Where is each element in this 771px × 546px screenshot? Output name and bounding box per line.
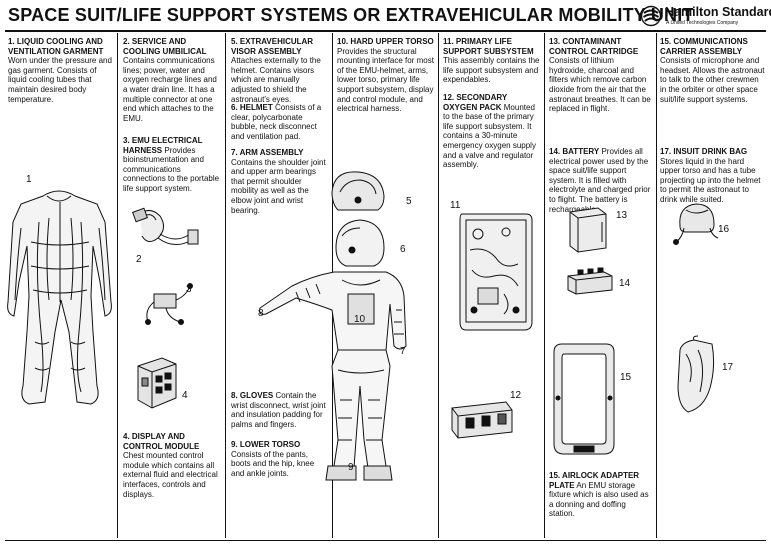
callout-number: 11 (450, 200, 461, 211)
description-heading: 11. PRIMARY LIFE SUPPORT SUBSYSTEM (443, 37, 534, 56)
description-17: 17. INSUIT DRINK BAG Stores liquid in th… (660, 147, 765, 205)
drink-bag-illustration (672, 336, 720, 416)
description-text: Consists of microphone and headset. Allo… (660, 56, 765, 104)
description-heading: 6. HELMET (231, 103, 273, 112)
description-11: 11. PRIMARY LIFE SUPPORT SUBSYSTEM This … (443, 37, 540, 85)
page-title: SPACE SUIT/LIFE SUPPORT SYSTEMS OR EXTRA… (8, 5, 694, 25)
callout-number: 15 (620, 372, 632, 383)
description-text: Consists of the pants, boots and the hip… (231, 449, 315, 478)
battery-illustration (564, 266, 616, 298)
description-9: 9. LOWER TORSO Consists of the pants, bo… (231, 440, 328, 478)
column-divider (438, 33, 439, 538)
primary-life-support-illustration (456, 210, 536, 336)
callout-number: 9 (348, 462, 354, 473)
callout-number: 17 (722, 362, 734, 373)
description-text: Provides all electrical power used by th… (549, 147, 651, 214)
callout-number: 4 (182, 390, 188, 401)
display-control-module-illustration (132, 354, 180, 412)
description-2: 2. SERVICE AND COOLING UMBILICAL Contain… (123, 37, 221, 123)
umbilical-illustration (130, 202, 200, 256)
description-heading: 3. EMU ELECTRICAL HARNESS (123, 136, 203, 155)
callout-number: 2 (136, 254, 142, 265)
description-4: 4. DISPLAY AND CONTROL MODULE Chest moun… (123, 432, 221, 499)
description-text: Consists of a clear, polycarbonate bubbl… (231, 103, 322, 141)
callout-number: 6 (400, 244, 406, 255)
description-text: Stores liquid in the hard upper torso an… (660, 156, 761, 204)
description-heading: 12. SECONDARY OXYGEN PACK (443, 93, 508, 112)
description-text: Worn under the pressure and gas garment.… (8, 56, 112, 104)
description-15: 15. AIRLOCK ADAPTER PLATE An EMU storage… (549, 471, 653, 519)
description-text: Provides bioinstrumentation and communic… (123, 145, 220, 193)
callout-number: 13 (616, 210, 628, 221)
description-12: 12. SECONDARY OXYGEN PACK Mounted to the… (443, 93, 540, 170)
cooling-garment-illustration (5, 182, 113, 414)
description-14: 14. BATTERY Provides all electrical powe… (549, 147, 653, 214)
column-divider (544, 33, 545, 538)
callout-number: 16 (718, 224, 730, 235)
description-heading: 13. CONTAMINANT CONTROL CARTRIDGE (549, 37, 639, 56)
logo-name: Hamilton Standard (665, 5, 771, 19)
description-heading: 15. AIRLOCK ADAPTER PLATE (549, 471, 640, 490)
title-rule (5, 30, 766, 32)
description-text: This assembly contains the life support … (443, 56, 540, 85)
description-text: Consists of lithium hydroxide, charcoal … (549, 56, 651, 114)
description-text: Mounted to the base of the primary life … (443, 102, 536, 170)
description-text: Chest mounted control module which conta… (123, 451, 218, 499)
contaminant-cartridge-illustration (566, 204, 610, 256)
description-heading: 1. LIQUID COOLING AND VENTILATION GARMEN… (8, 37, 104, 56)
space-suit-illustration (256, 170, 416, 490)
column-divider (117, 33, 118, 538)
hamilton-standard-logo-icon (640, 5, 662, 27)
description-text: An EMU storage fixture which is also use… (549, 480, 649, 519)
hamilton-standard-logo: Hamilton Standard A United Technologies … (640, 4, 771, 30)
description-heading: 15. COMMUNICATIONS CARRIER ASSEMBLY (660, 37, 748, 56)
description-heading: 2. SERVICE AND COOLING UMBILICAL (123, 37, 207, 56)
description-heading: 9. LOWER TORSO (231, 440, 301, 449)
description-heading: 4. DISPLAY AND CONTROL MODULE (123, 432, 200, 451)
description-6: 6. HELMET Consists of a clear, polycarbo… (231, 103, 328, 141)
description-heading: 8. GLOVES (231, 391, 274, 400)
description-heading: 5. EXTRAVEHICULAR VISOR ASSEMBLY (231, 37, 314, 56)
description-text: Contain the wrist disconnect, wrist join… (231, 391, 326, 429)
description-5: 5. EXTRAVEHICULAR VISOR ASSEMBLY Attache… (231, 37, 328, 104)
description-text: Contains the shoulder joint and upper ar… (231, 157, 326, 215)
description-13: 13. CONTAMINANT CONTROL CARTRIDGE Consis… (549, 37, 653, 114)
column-divider (656, 33, 657, 538)
description-1: 1. LIQUID COOLING AND VENTILATION GARMEN… (8, 37, 112, 104)
description-heading: 7. ARM ASSEMBLY (231, 148, 304, 157)
description-7: 7. ARM ASSEMBLY Contains the shoulder jo… (231, 148, 328, 215)
secondary-oxygen-pack-illustration (448, 398, 516, 442)
description-10: 10. HARD UPPER TORSO Provides the struct… (337, 37, 434, 114)
callout-number: 7 (400, 346, 406, 357)
logo-tagline: A United Technologies Company (666, 20, 739, 26)
airlock-adapter-plate-illustration (550, 340, 618, 458)
description-heading: 14. BATTERY (549, 147, 600, 156)
description-heading: 17. INSUIT DRINK BAG (660, 147, 748, 156)
description-text: Contains communications lines; power, wa… (123, 56, 217, 123)
column-divider (225, 33, 226, 538)
description-8: 8. GLOVES Contain the wrist disconnect, … (231, 391, 328, 429)
callout-number: 14 (619, 278, 631, 289)
description-3: 3. EMU ELECTRICAL HARNESS Provides bioin… (123, 136, 221, 194)
communications-carrier-illustration (672, 198, 722, 246)
description-text: Attaches externally to the helmet. Conta… (231, 56, 321, 104)
callout-number: 12 (510, 390, 522, 401)
callout-number: 10 (354, 314, 366, 325)
callout-number: 8 (258, 308, 264, 319)
bottom-rule (5, 540, 766, 541)
description-text: Provides the structural mounting interfa… (337, 46, 434, 114)
description-16: 15. COMMUNICATIONS CARRIER ASSEMBLY Cons… (660, 37, 765, 104)
description-heading: 10. HARD UPPER TORSO (337, 37, 434, 46)
electrical-harness-illustration (140, 282, 195, 327)
callout-number: 1 (26, 174, 32, 185)
callout-number: 5 (406, 196, 412, 207)
